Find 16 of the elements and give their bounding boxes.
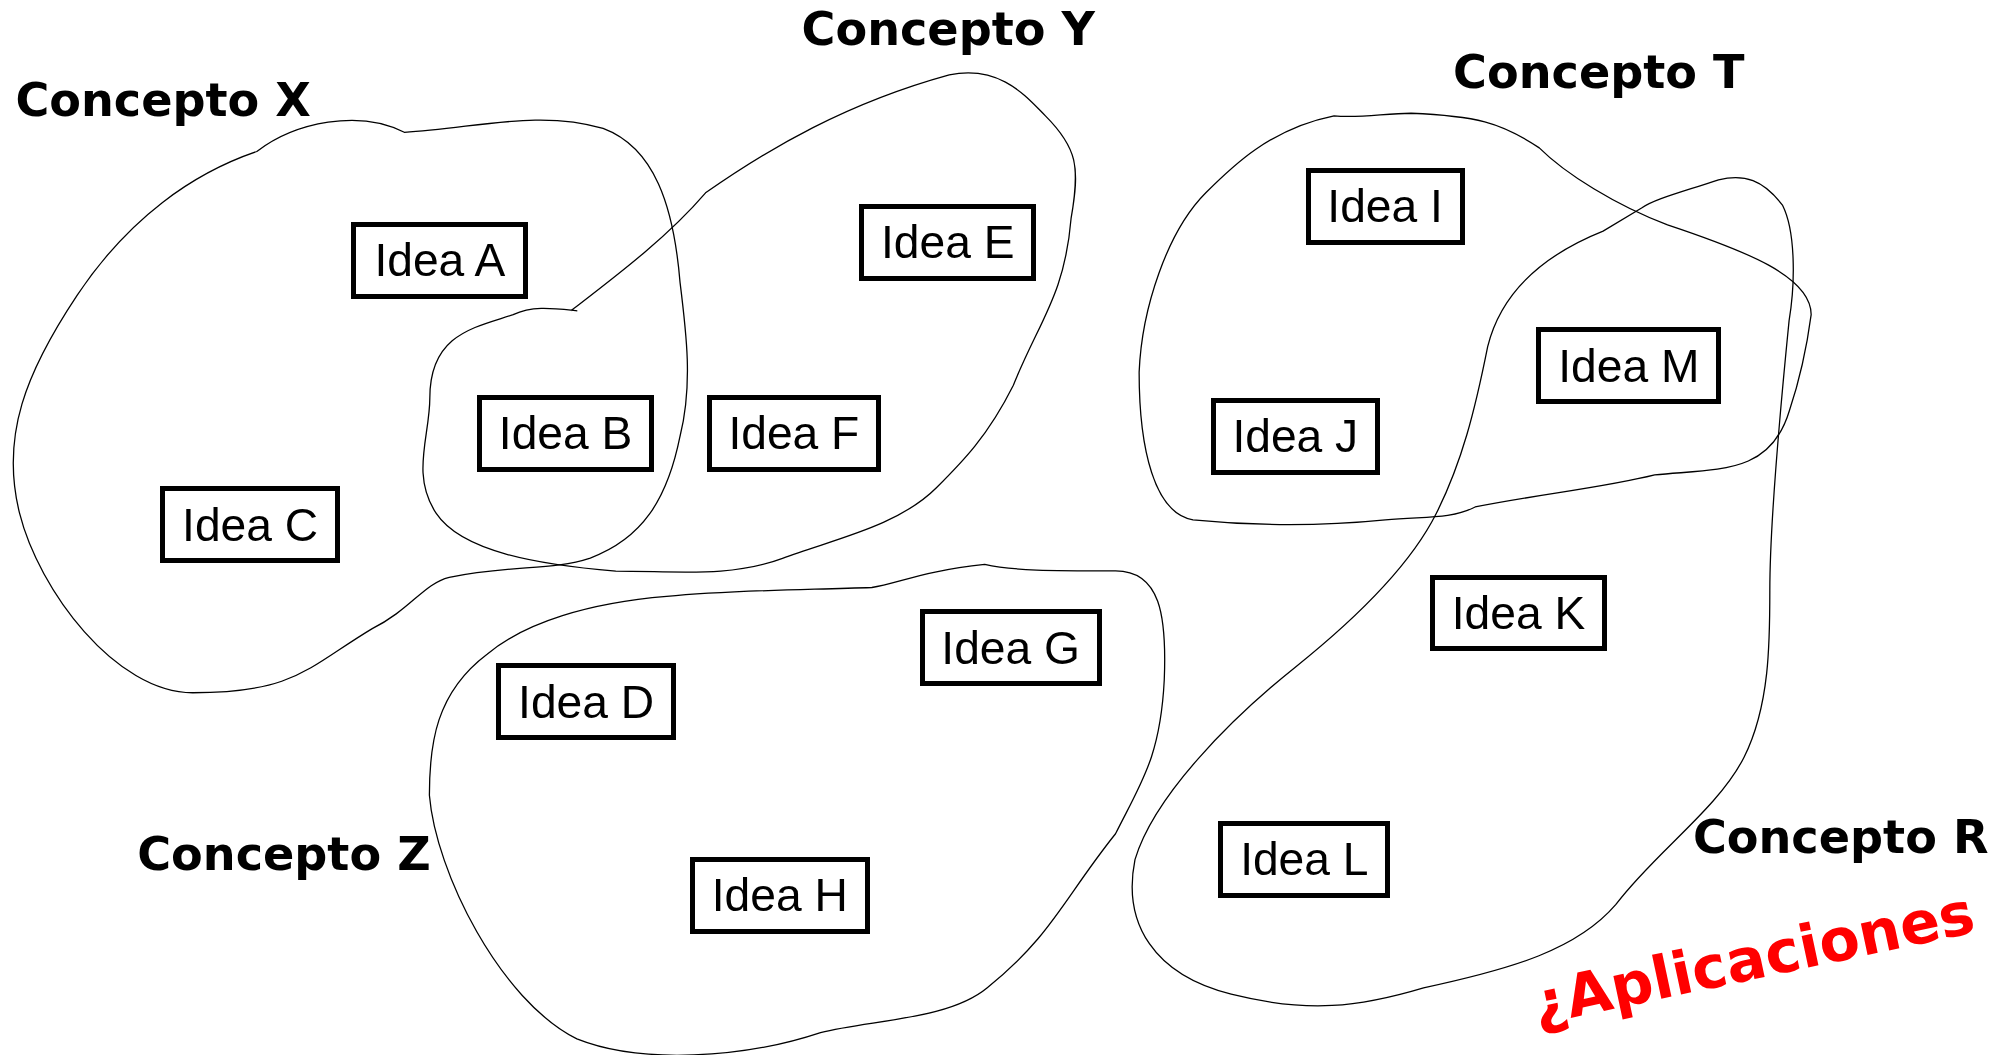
idea-card: Idea G	[919, 609, 1102, 687]
concept-heading: Concepto Z	[137, 831, 431, 878]
concept-heading: Concepto X	[15, 76, 311, 124]
idea-card: Idea L	[1218, 820, 1391, 898]
idea-card: Idea F	[706, 395, 882, 472]
idea-card: Idea H	[690, 856, 870, 934]
idea-card: Idea D	[496, 663, 676, 740]
idea-card: Idea A	[351, 221, 529, 299]
idea-card: Idea J	[1210, 397, 1380, 475]
concept-heading: Concepto Y	[801, 6, 1095, 53]
idea-card: Idea E	[859, 203, 1037, 281]
idea-card: Idea K	[1430, 574, 1607, 652]
concept-heading: Concepto R	[1692, 814, 1989, 861]
idea-card: Idea C	[160, 486, 340, 563]
idea-card: Idea I	[1305, 168, 1465, 245]
idea-card: Idea B	[477, 395, 655, 472]
